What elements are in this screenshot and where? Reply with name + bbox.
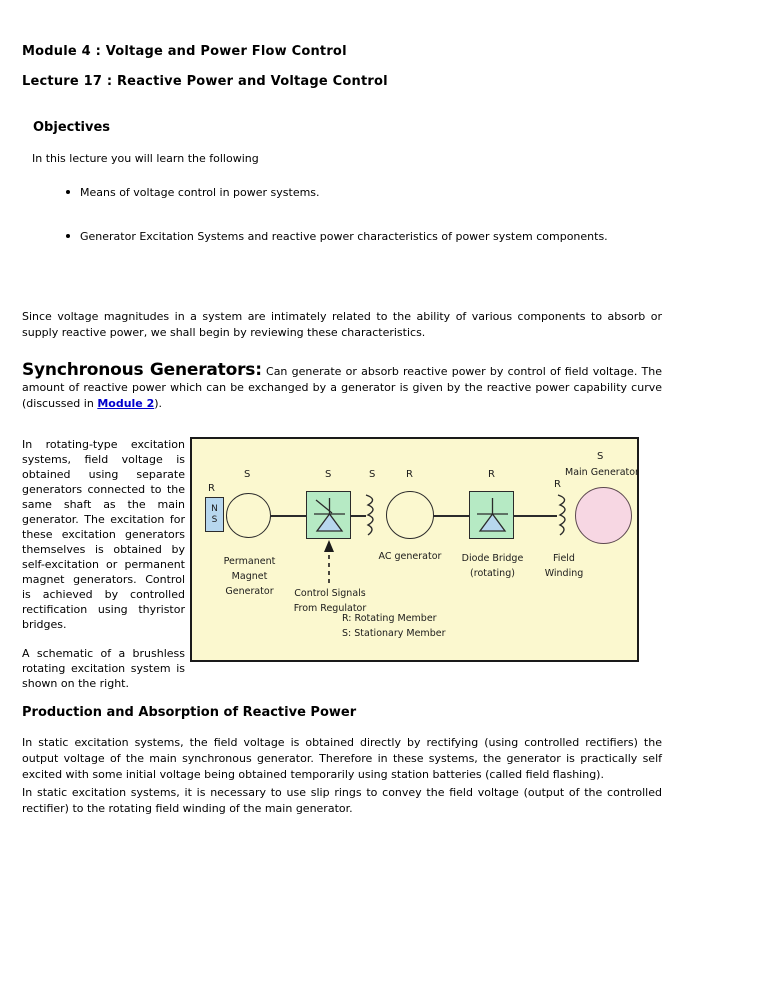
synchronous-generators-section: Synchronous Generators: Can generate or … — [22, 362, 662, 412]
objectives-list: Means of voltage control in power system… — [60, 186, 680, 274]
field-winding-line-1: Field — [553, 553, 575, 564]
figure-side-paragraph-2: A schematic of a brushless rotating exci… — [22, 647, 185, 690]
main-generator-label: Main Generator — [565, 467, 639, 478]
thyristor-bridge-box — [306, 491, 351, 539]
marker-pmg-stator: S — [244, 469, 251, 480]
control-signal-arrow-icon — [324, 540, 334, 583]
ac-generator-circle — [386, 491, 434, 539]
field-winding-line-2: Winding — [544, 568, 584, 579]
synchronous-generators-text-2: ). — [154, 397, 163, 410]
lecture-title: Lecture 17 : Reactive Power and Voltage … — [22, 74, 388, 89]
wire-thyristor-to-coil — [350, 515, 366, 517]
objectives-intro: In this lecture you will learn the follo… — [32, 152, 259, 165]
pmg-label-line-1: Permanent — [223, 556, 276, 567]
stator-winding-coil-icon — [365, 494, 374, 536]
diode-bridge-line-2: (rotating) — [470, 568, 515, 579]
intro-paragraph: Since voltage magnitudes in a system are… — [22, 310, 662, 339]
control-signals-line-2: From Regulator — [293, 603, 367, 614]
ac-generator-label: AC generator — [378, 551, 442, 562]
bottom-paragraph-1: In static excitation systems, the field … — [22, 736, 662, 781]
objectives-heading: Objectives — [33, 120, 111, 135]
figure-side-text: In rotating-type excitation systems, fie… — [22, 437, 185, 705]
magnet-south-label: S — [211, 514, 218, 525]
pmg-label: Permanent Magnet Generator — [197, 554, 302, 599]
pmg-label-line-3: Generator — [225, 586, 274, 597]
synchronous-generators-text-1: Can generate or absorb reactive power by… — [22, 365, 662, 410]
figure-side-paragraph-1: In rotating-type excitation systems, fie… — [22, 438, 185, 631]
list-item: Means of voltage control in power system… — [60, 186, 680, 200]
permanent-magnet-icon: N S — [205, 497, 224, 532]
marker-diode-rotor: R — [488, 469, 495, 480]
marker-ac-gen-rotor: R — [406, 469, 413, 480]
marker-thyristor-stator: S — [325, 469, 332, 480]
bottom-paragraph-2: In static excitation systems, it is nece… — [22, 786, 662, 815]
magnet-north-label: N — [211, 503, 218, 514]
wire-diode-to-field — [513, 515, 557, 517]
thyristor-symbol-icon — [314, 498, 345, 532]
control-signals-label: Control Signals From Regulator — [270, 586, 390, 616]
wire-acgen-to-diode — [433, 515, 469, 517]
field-winding-coil-icon — [557, 494, 566, 536]
diode-symbol-icon — [477, 498, 508, 532]
control-signals-line-1: Control Signals — [294, 588, 366, 599]
legend-stationary: S: Stationary Member — [342, 628, 446, 639]
marker-pmg-rotor: R — [208, 483, 215, 494]
main-generator-circle — [575, 487, 632, 544]
legend-rotating: R: Rotating Member — [342, 613, 437, 624]
brushless-excitation-diagram: R N S S Permanent Magnet Generator S — [190, 437, 639, 662]
list-item: Generator Excitation Systems and reactiv… — [60, 230, 680, 244]
heading-colon: : — [255, 360, 262, 380]
field-winding-label: Field Winding — [532, 551, 596, 581]
list-item-label: Means of voltage control in power system… — [80, 186, 320, 199]
marker-main-gen-stator: S — [597, 451, 604, 462]
module-2-link[interactable]: Module 2 — [97, 397, 155, 410]
diode-bridge-box — [469, 491, 514, 539]
bullet-dot-icon — [66, 190, 70, 194]
pmg-label-line-2: Magnet — [231, 571, 268, 582]
synchronous-generators-heading: Synchronous Generators — [22, 360, 256, 380]
list-item-label: Generator Excitation Systems and reactiv… — [80, 230, 608, 243]
production-absorption-heading: Production and Absorption of Reactive Po… — [22, 705, 357, 720]
marker-field-winding-rotor: R — [554, 479, 561, 490]
wire-pmg-to-thyristor — [270, 515, 307, 517]
pmg-stator-circle — [226, 493, 271, 538]
bullet-dot-icon — [66, 234, 70, 238]
module-title: Module 4 : Voltage and Power Flow Contro… — [22, 44, 347, 59]
diode-bridge-line-1: Diode Bridge — [461, 553, 524, 564]
marker-coil-stator: S — [369, 469, 376, 480]
diode-bridge-label: Diode Bridge (rotating) — [450, 551, 535, 581]
